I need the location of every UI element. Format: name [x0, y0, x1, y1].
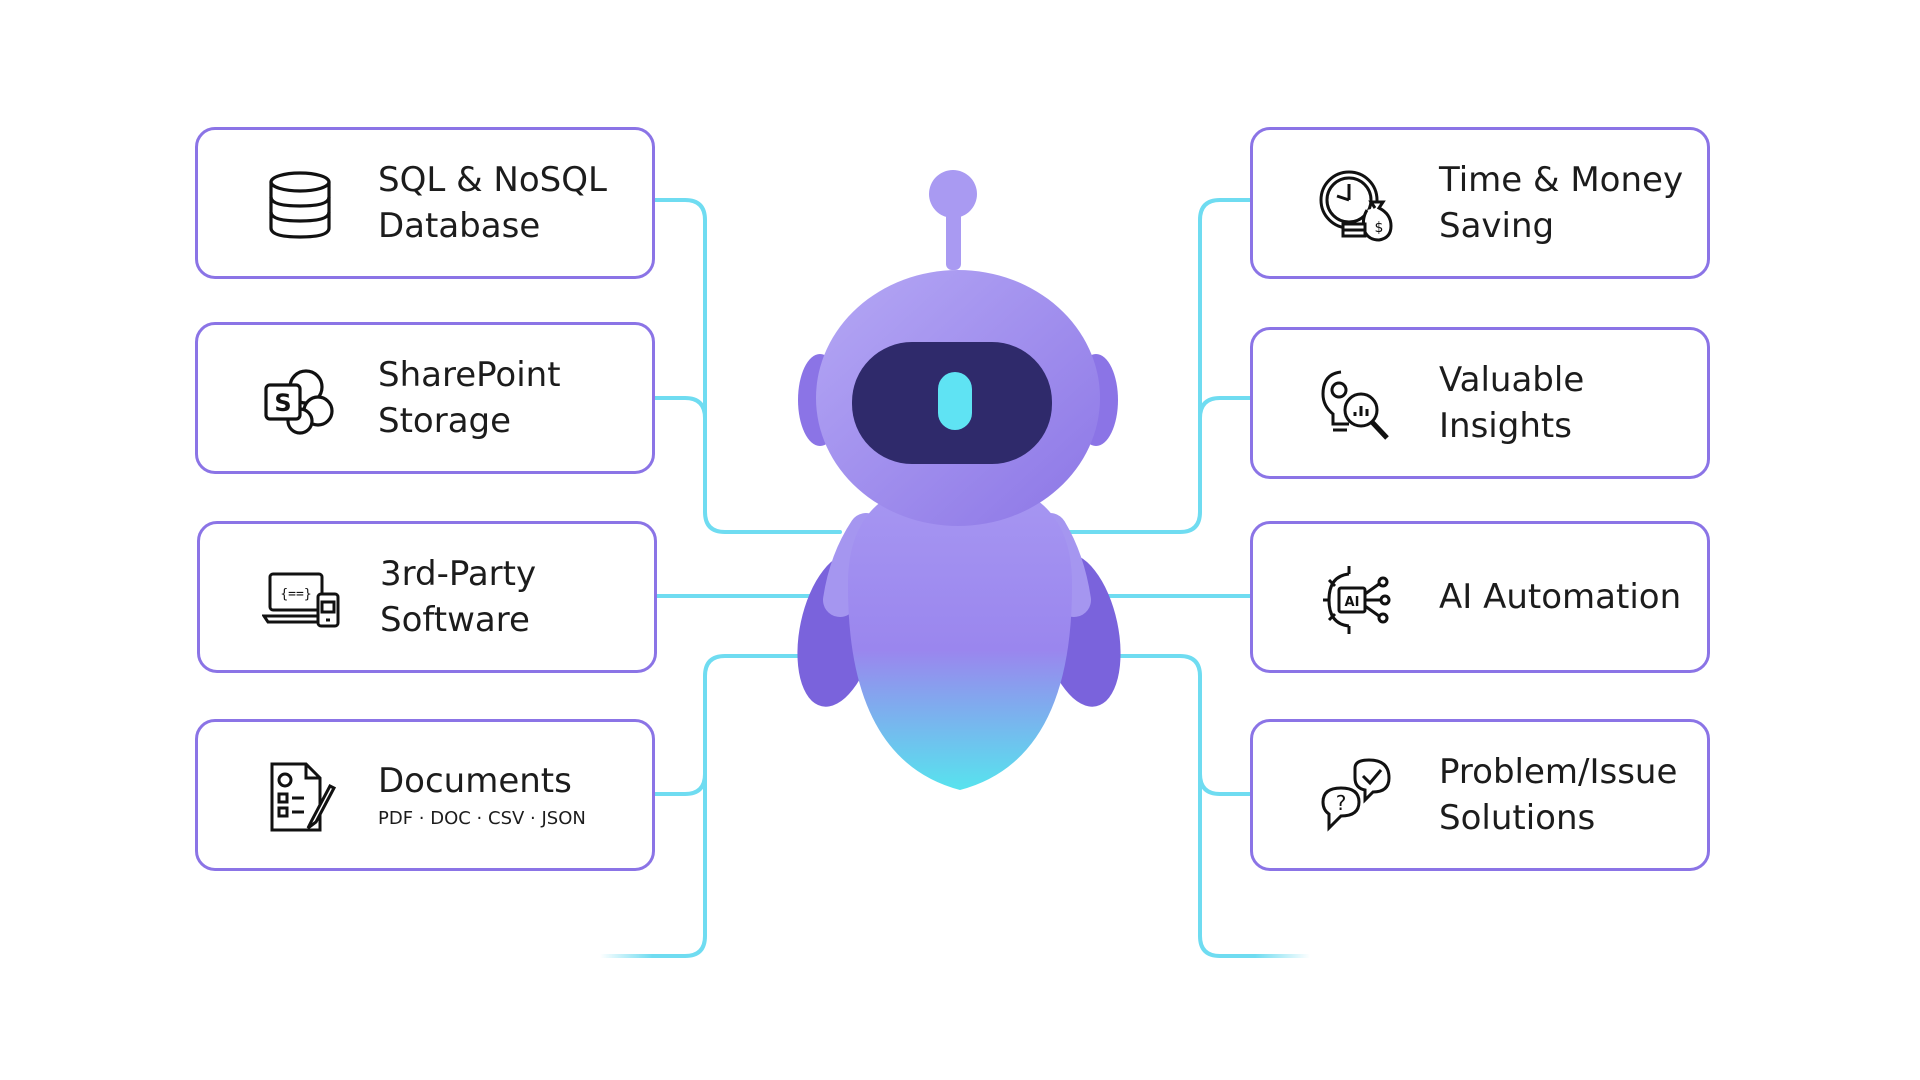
- laptop-code-icon: {==}: [261, 560, 342, 640]
- card-subtitle: PDF · DOC · CSV · JSON: [378, 808, 586, 829]
- card-text: Valuable Insights: [1439, 330, 1691, 476]
- card-title-line1: Valuable: [1439, 360, 1585, 400]
- svg-text:S: S: [274, 389, 291, 417]
- card-title-line2: Saving: [1439, 206, 1555, 246]
- connector-right-2: [1198, 396, 1252, 420]
- card-title-line2: Insights: [1439, 406, 1572, 446]
- clock-money-icon: $: [1315, 166, 1395, 246]
- card-title-line1: Time & Money: [1439, 160, 1684, 200]
- card-text: Documents PDF · DOC · CSV · JSON: [378, 722, 636, 868]
- connector-left-2: [653, 396, 707, 420]
- card-problem-issue-solutions: ? Problem/Issue Solutions: [1250, 719, 1710, 871]
- robot-illustration: [797, 170, 1121, 790]
- card-3rd-party-software: {==} 3rd-Party Software: [197, 521, 657, 673]
- connector-right-tail: [1198, 772, 1312, 958]
- svg-text:$: $: [1375, 220, 1384, 236]
- insight-bulb-icon: [1315, 366, 1395, 446]
- connector-right-4: [1078, 654, 1252, 796]
- card-title-line1: SharePoint: [378, 355, 561, 395]
- connector-left-tail: [598, 772, 707, 958]
- card-text: SQL & NoSQL Database: [378, 130, 636, 276]
- card-title-line2: Storage: [378, 401, 512, 441]
- card-title-line1: Documents: [378, 761, 572, 801]
- card-title-line1: Problem/Issue: [1439, 752, 1678, 792]
- card-title-line1: 3rd-Party: [380, 554, 537, 594]
- svg-text:{==}: {==}: [280, 587, 311, 602]
- card-text: 3rd-Party Software: [380, 524, 638, 670]
- card-text: AI Automation: [1439, 524, 1691, 670]
- connector-left-1: [653, 198, 842, 534]
- connector-left-4: [653, 654, 862, 796]
- database-icon: [260, 166, 340, 246]
- document-icon: [260, 758, 340, 838]
- connector-right-1: [1068, 198, 1252, 534]
- card-title-line2: Solutions: [1439, 798, 1596, 838]
- card-text: Time & Money Saving: [1439, 130, 1691, 276]
- card-text: SharePoint Storage: [378, 325, 636, 471]
- svg-text:AI: AI: [1345, 595, 1360, 610]
- card-title-line1: AI Automation: [1439, 577, 1682, 617]
- sharepoint-icon: S: [260, 361, 340, 441]
- card-valuable-insights: Valuable Insights: [1250, 327, 1710, 479]
- card-title-line2: Software: [380, 600, 530, 640]
- card-time-money-saving: $ Time & Money Saving: [1250, 127, 1710, 279]
- svg-text:?: ?: [1336, 791, 1347, 815]
- card-title-line2: Database: [378, 206, 541, 246]
- robot-antenna-ball: [929, 170, 977, 218]
- robot-eye: [938, 372, 972, 430]
- robot-antenna-stem: [946, 210, 961, 270]
- robot-body: [847, 480, 1073, 790]
- card-documents: Documents PDF · DOC · CSV · JSON: [195, 719, 655, 871]
- card-title-line1: SQL & NoSQL: [378, 160, 607, 200]
- question-check-icon: ?: [1315, 758, 1395, 838]
- ai-gear-icon: AI: [1315, 560, 1395, 640]
- card-sql-nosql-database: SQL & NoSQL Database: [195, 127, 655, 279]
- card-text: Problem/Issue Solutions: [1439, 722, 1691, 868]
- card-sharepoint-storage: S SharePoint Storage: [195, 322, 655, 474]
- card-ai-automation: AI AI Automation: [1250, 521, 1710, 673]
